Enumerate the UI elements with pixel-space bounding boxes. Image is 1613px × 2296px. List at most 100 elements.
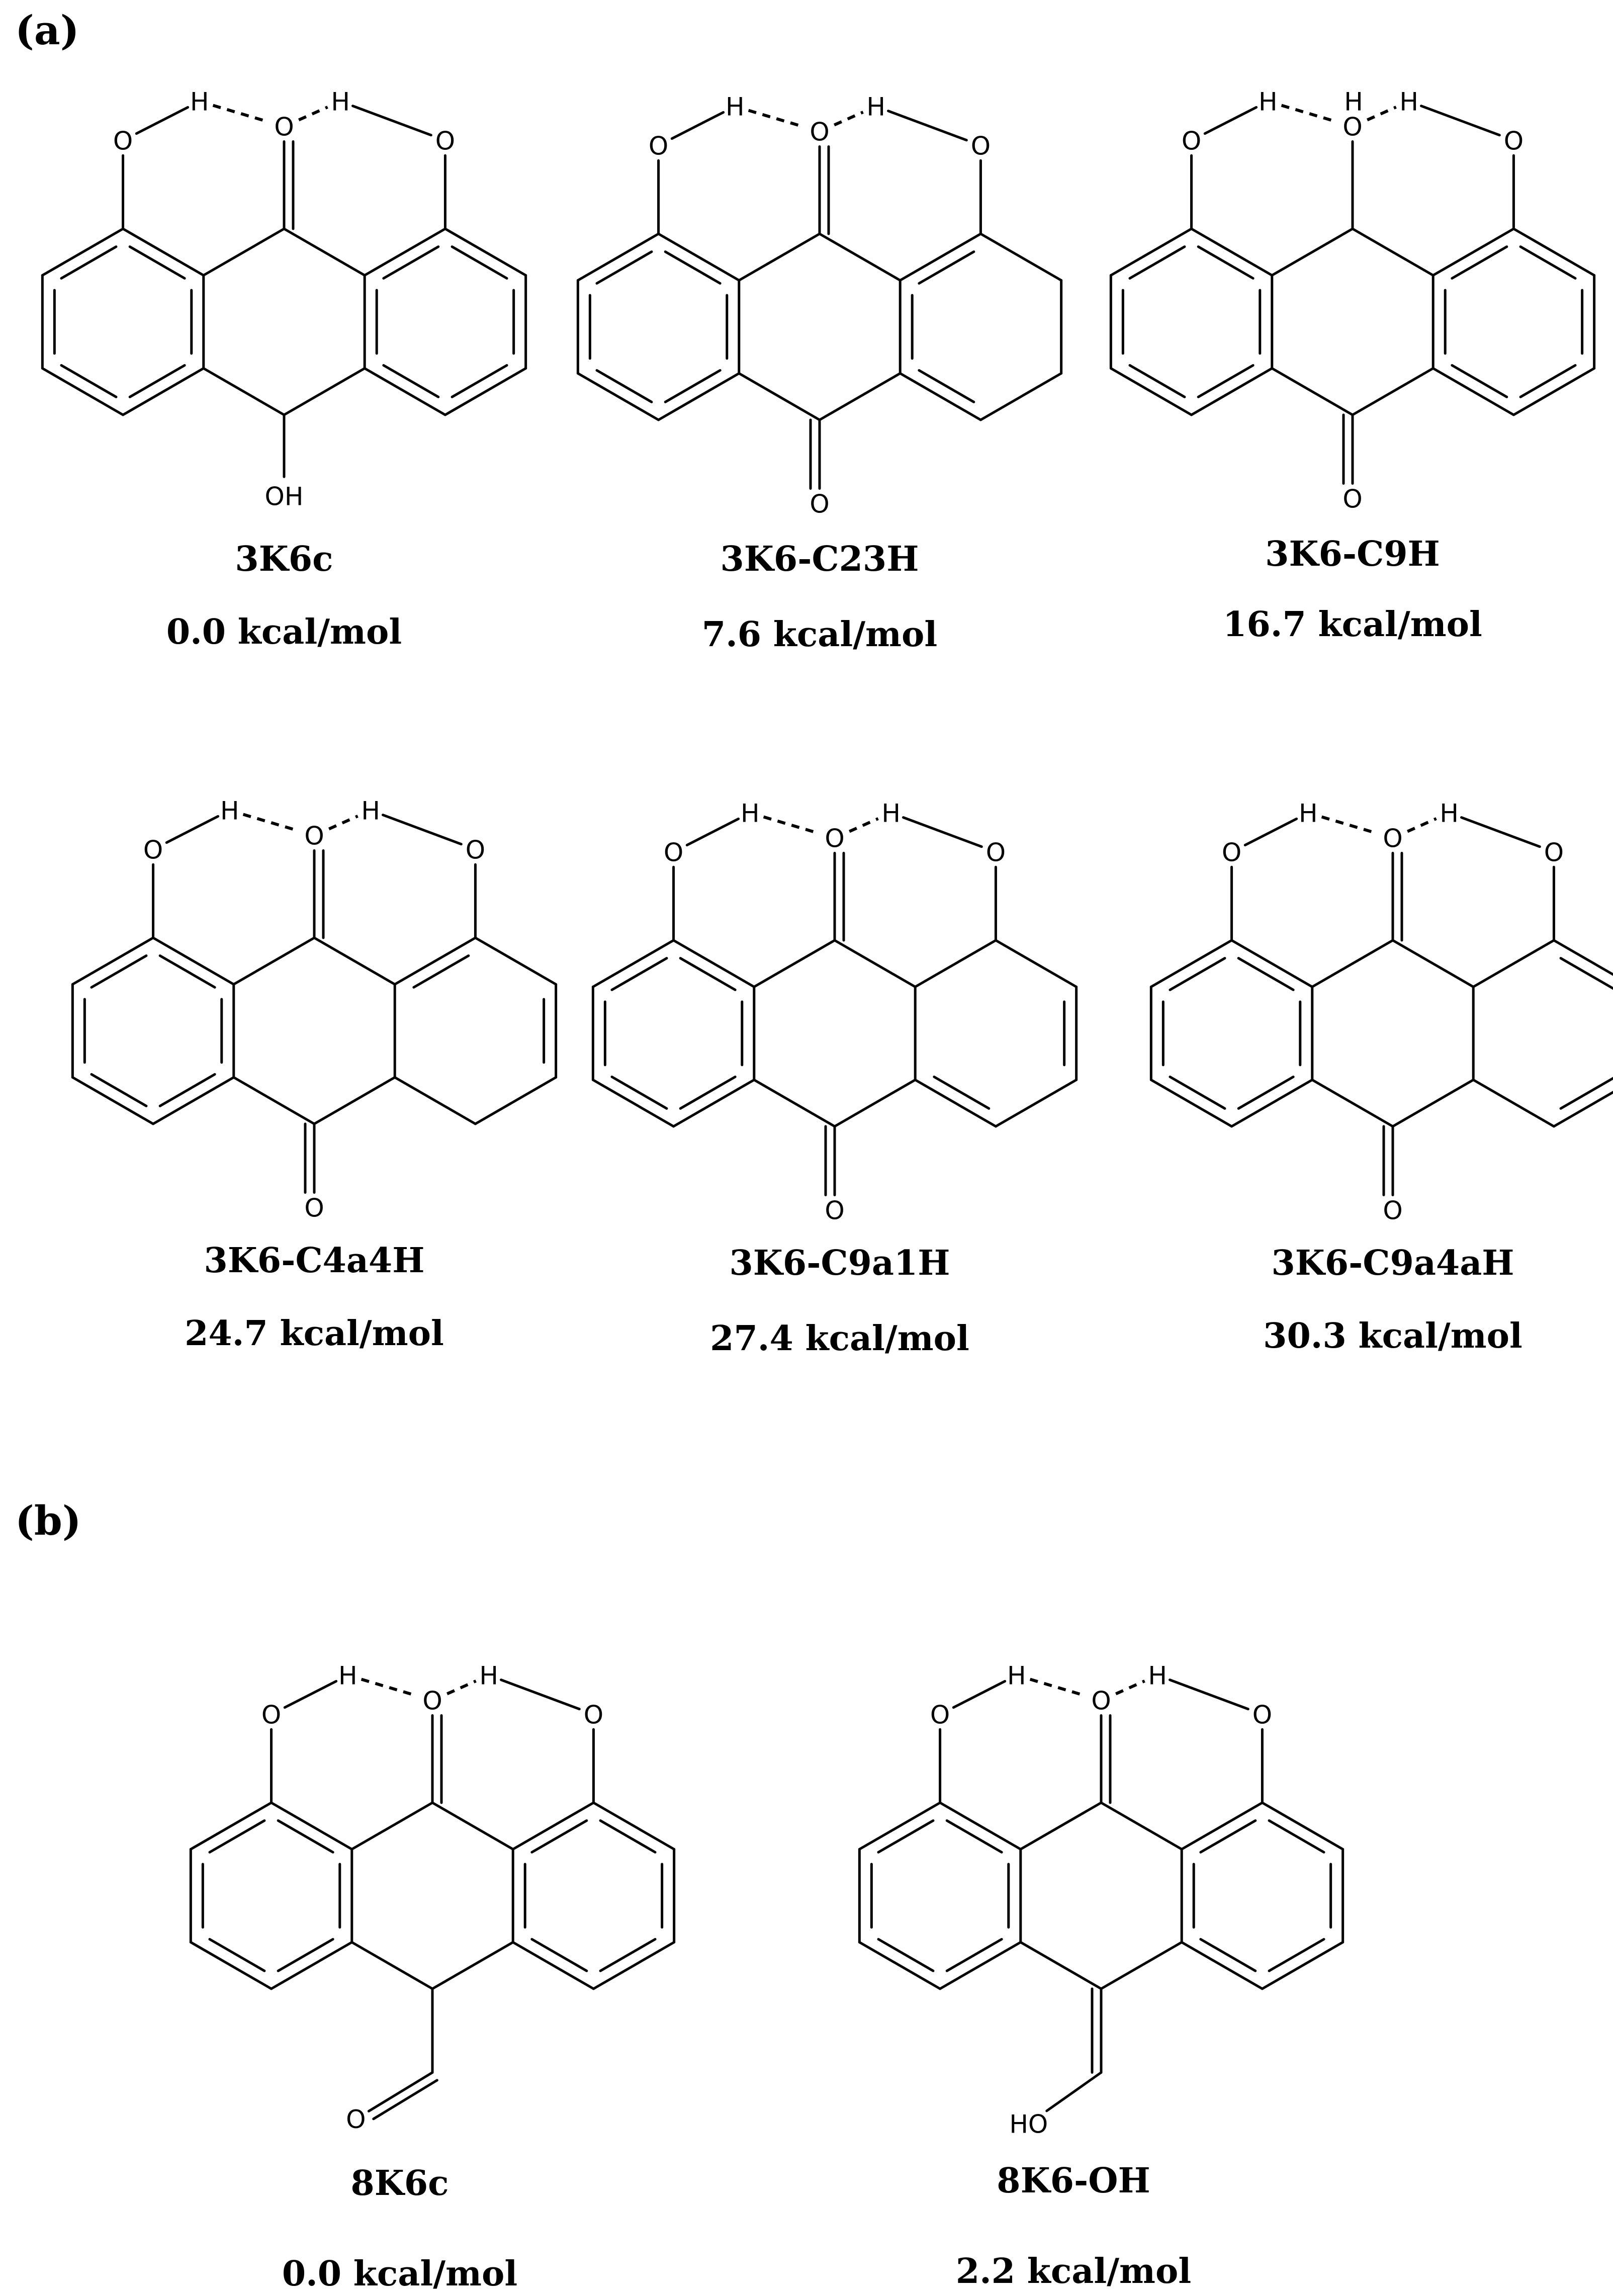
double-bond-inner <box>1559 1077 1613 1110</box>
molecule-name: 8K6-OH <box>997 2161 1150 2201</box>
ring-bond <box>672 939 756 988</box>
o-h-bond <box>1203 106 1258 135</box>
hydrogen-bond-dash <box>1407 817 1437 833</box>
hydrogen-atom: H <box>726 93 745 122</box>
aromatic-inner-bond <box>595 250 653 285</box>
oxygen-atom: O <box>825 824 844 853</box>
ring-bond <box>1271 367 1354 416</box>
o-h-bond <box>382 814 463 846</box>
double-bond-inner <box>412 954 470 989</box>
aromatic-inner-bond <box>1128 245 1186 280</box>
aromatic-inner-bond <box>1451 364 1508 398</box>
hydrogen-atom: H <box>1299 799 1318 828</box>
ring-bond <box>899 372 982 421</box>
hydrogen-atom: H <box>361 797 380 826</box>
o-h-bond <box>1420 105 1501 137</box>
hydrogen-bond-dash <box>763 815 820 835</box>
ring-bond <box>1100 1941 1183 1990</box>
molecule-energy: 2.2 kcal/mol <box>956 2251 1191 2291</box>
ring-bond <box>511 1801 595 1850</box>
ring-bond <box>738 372 821 421</box>
o-h-bond <box>952 1680 1007 1709</box>
hydrogen-atom: H <box>331 87 350 117</box>
oxygen-atom: O <box>1342 113 1362 142</box>
ring-bond <box>591 939 675 988</box>
molecule-energy: 24.7 kcal/mol <box>185 1313 444 1354</box>
ring-bond <box>592 1801 676 1850</box>
hydrogen-bond-dash <box>298 106 328 122</box>
aromatic-inner-bond <box>530 1938 588 1972</box>
molecule-name: 3K6-C23H <box>721 539 919 579</box>
ring-bond <box>818 372 902 421</box>
oxygen-atom: O <box>466 835 485 864</box>
ring-bond <box>189 1801 273 1850</box>
ring-bond <box>858 1941 942 1990</box>
aromatic-inner-bond <box>382 245 440 280</box>
ring-bond <box>313 1076 396 1125</box>
aromatic-inner-bond <box>128 245 186 280</box>
ring-bond <box>1311 939 1394 988</box>
ring-bond <box>313 936 396 986</box>
oxygen-atom: O <box>1252 1700 1272 1729</box>
hydroxyl-group: OH <box>265 482 304 511</box>
hydrogen-bond-dash <box>361 1677 418 1698</box>
ring-bond <box>753 1079 836 1128</box>
ring-bond <box>1019 1801 1103 1850</box>
o-h-bond <box>887 110 968 142</box>
oxygen-atom: O <box>422 1687 442 1716</box>
oxygen-atom: O <box>1504 126 1524 155</box>
hydrogen-atom: H <box>479 1661 498 1691</box>
ring-bond <box>1100 1801 1183 1850</box>
double-bond-inner <box>933 1076 991 1110</box>
aromatic-inner-bond <box>1197 245 1254 280</box>
ring-bond <box>1351 367 1435 416</box>
aromatic-inner-bond <box>1237 957 1295 991</box>
ring-bond <box>202 227 286 277</box>
aromatic-inner-bond <box>158 954 216 989</box>
ring-bond <box>71 936 155 986</box>
ring-bond <box>1261 1941 1345 1990</box>
molecule-energy: 30.3 kcal/mol <box>1263 1316 1522 1356</box>
o-h-bond <box>135 106 190 135</box>
hydrogen-atom: H <box>741 799 760 828</box>
ring-bond <box>283 227 366 277</box>
oxygen-atom: O <box>810 490 829 519</box>
hydrogen-atom: H <box>190 87 209 117</box>
aromatic-inner-bond <box>945 1938 1003 1972</box>
ring-bond <box>1190 227 1274 277</box>
ring-bond <box>914 939 997 988</box>
aromatic-inner-bond <box>664 250 722 285</box>
ring-bond <box>350 1801 434 1850</box>
ring-bond <box>431 1801 514 1850</box>
ring-bond <box>152 1076 235 1125</box>
aromatic-inner-bond <box>1128 364 1186 398</box>
double-bond-inner <box>1559 957 1613 990</box>
ring-bond <box>1512 227 1596 277</box>
hydrogen-bond-dash <box>1367 106 1397 122</box>
ring-bond <box>1109 227 1193 277</box>
ring-bond <box>1472 1079 1555 1128</box>
ring-bond <box>858 1801 942 1850</box>
aromatic-inner-bond <box>1169 1076 1226 1110</box>
aromatic-inner-bond <box>1197 364 1254 398</box>
aromatic-inner-bond <box>128 364 186 398</box>
molecule-name: 8K6c <box>350 2163 449 2203</box>
oxygen-atom: O <box>810 118 829 147</box>
ring-bond <box>152 936 235 986</box>
hydrogen-bond-dash <box>242 813 300 833</box>
aromatic-inner-bond <box>679 1076 737 1110</box>
oxygen-atom: O <box>1383 1196 1402 1225</box>
aldehyde-double-bond <box>372 2079 438 2121</box>
molecule-energy: 16.7 kcal/mol <box>1223 604 1482 645</box>
aromatic-inner-bond <box>599 1938 657 1972</box>
hydrogen-atom: H <box>338 1661 357 1691</box>
ring-bond <box>994 1079 1078 1128</box>
